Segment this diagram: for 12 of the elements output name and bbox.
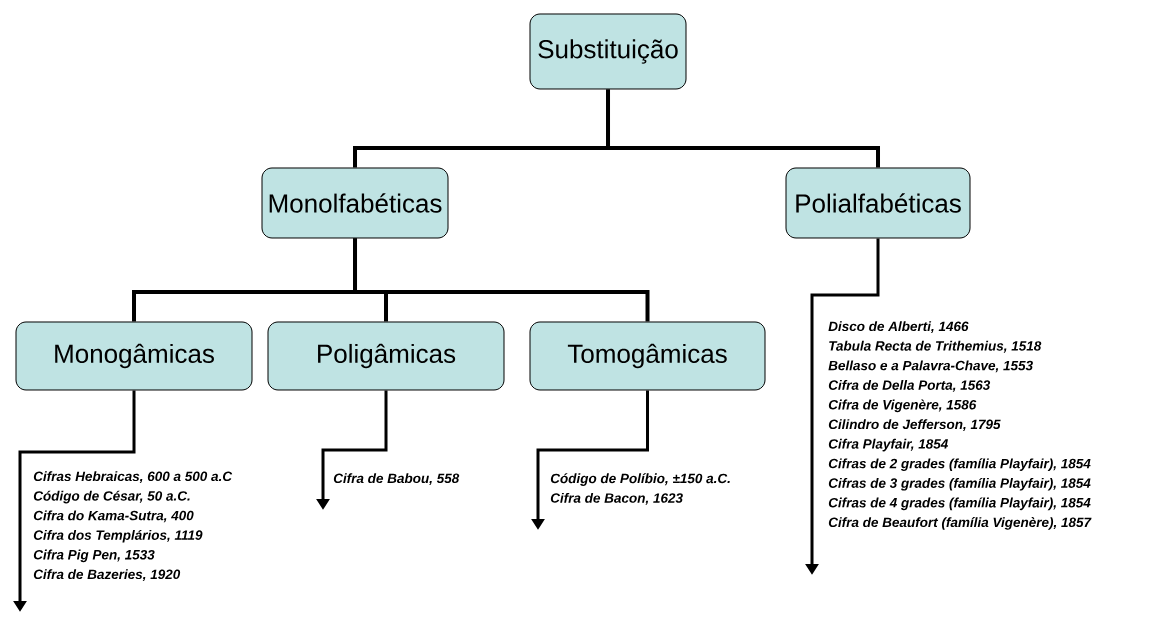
cipher-list: Código de Políbio, ±150 a.C. Cifra de Bacon, 1623 <box>550 473 730 505</box>
category-box: Tomogâmicas <box>529 321 766 391</box>
cipher-list: Cifra de Babou, 558 <box>333 473 460 486</box>
category-box: Monogâmicas <box>15 321 253 391</box>
cipher-list: Disco de Alberti, 1466 Tabula Recta de Trithemius, 1518 Bellaso e a Palavra-Chave, 1553 Cifra de Della Porta, 1563 Cifra de Vigenère, 1586 Cilindro de Jefferson, 1795 Cifra Playfair, 1854 Cifras de 2 grades (família Playfair), 1854 Cifras de 3 grades (família Playfair), 1854 Cifras de 4 grades (família Playfair), 1854 Cifra de Beaufort (família Vigenère), 1857 <box>828 321 1092 530</box>
category-box: Poligâmicas <box>267 321 505 391</box>
category-box: Substituição <box>529 13 687 90</box>
category-box: Monolfabéticas <box>261 167 449 239</box>
connector-line <box>353 238 650 322</box>
category-box: Polialfabéticas <box>785 167 971 239</box>
connector-line <box>606 89 880 168</box>
cipher-list: Cifras Hebraicas, 600 a 500 a.C Código de César, 50 a.C. Cifra do Kama-Sutra, 400 Cifra dos Templários, 1119 Cifra Pig Pen, 1533 Cifra de Bazeries, 1920 <box>33 471 233 582</box>
